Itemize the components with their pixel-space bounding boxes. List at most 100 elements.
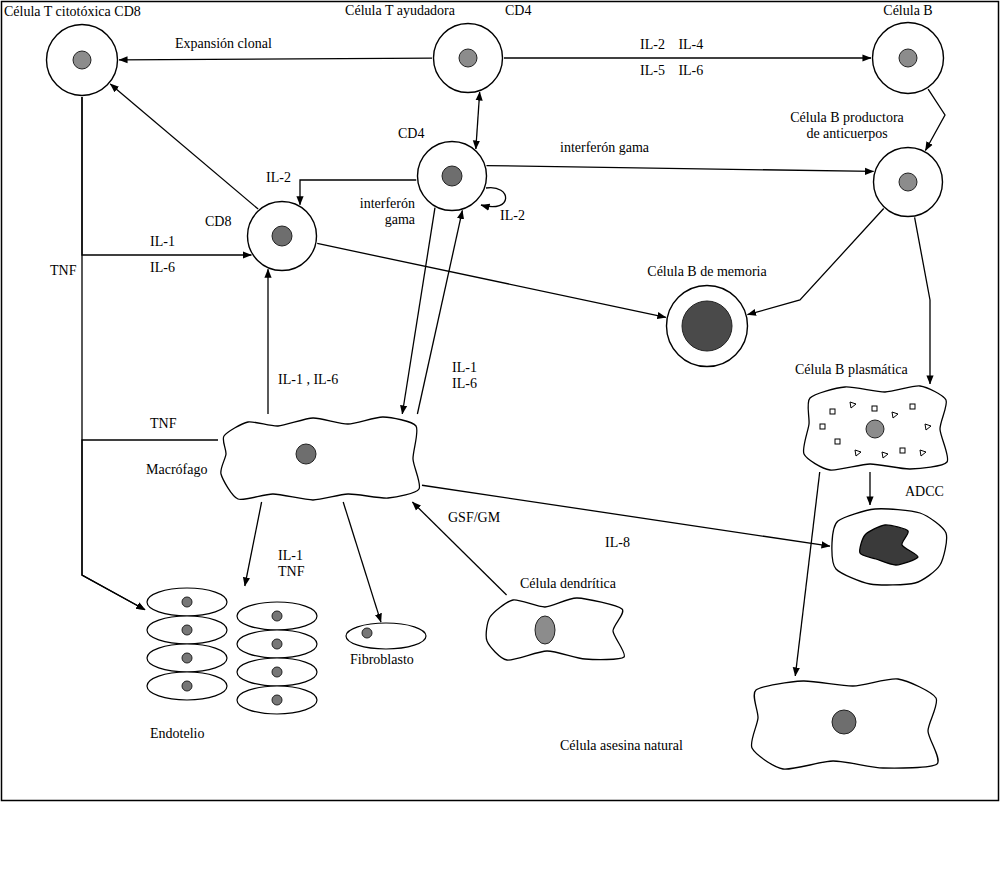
cytokine-label: IL-1 IL-6 [150, 229, 190, 281]
cell-label: ADCC [905, 484, 944, 500]
cell-node: Macrófago [218, 414, 422, 502]
cell-nucleus [535, 616, 555, 644]
cell-label: Célula asesina natural [560, 738, 683, 754]
cell-label: Endotelio [150, 726, 204, 742]
cell-membrane [873, 23, 944, 94]
fibroblast-outline [346, 623, 426, 649]
cell-nucleus [296, 444, 316, 464]
cell-nucleus [182, 653, 192, 663]
cell-drawing [416, 140, 488, 212]
cytokine-arrow [869, 472, 870, 505]
cell-drawing [665, 284, 749, 368]
target-cell-debris [860, 525, 918, 565]
cytokine-label: interferón gama [335, 196, 415, 228]
antibody-granule [835, 439, 840, 444]
cell-label: Célula dendrítica [520, 576, 616, 592]
cytokine-arrow [82, 97, 145, 610]
cell-membrane [418, 142, 487, 211]
cell-label: Fibroblasto [350, 652, 414, 668]
cytokine-label: IL-1 IL-6 [452, 360, 492, 392]
endothelial-cell [237, 630, 317, 658]
cell-node: CD8 [246, 200, 318, 272]
endothelial-cell [147, 588, 227, 616]
autocrine-loop [481, 188, 506, 207]
cytokine-arrow [343, 502, 381, 622]
cell-nucleus [272, 667, 282, 677]
nk-cell-outline [751, 679, 938, 769]
endothelial-cell [147, 672, 227, 700]
antibody-granule [882, 452, 888, 458]
cell-drawing [830, 505, 950, 587]
cytokine-arrow [402, 208, 435, 414]
cell-label: Célula T citotóxica CD8 [4, 4, 141, 20]
cell-drawing [872, 146, 944, 218]
cell-drawing [871, 21, 945, 95]
cell-label: CD8 [205, 214, 231, 230]
cytokine-arrow [795, 472, 819, 676]
antibody-granule [850, 402, 856, 408]
cytokine-label: IL-1 TNF [278, 548, 318, 580]
endothelial-cell [237, 602, 317, 630]
cell-nucleus [272, 611, 282, 621]
cell-nucleus [832, 710, 856, 734]
cell-drawing [748, 676, 940, 772]
cytokine-arrow [412, 502, 506, 595]
cell-label: Macrófago [146, 462, 207, 478]
antibody-granule [872, 406, 877, 411]
target-cell-outline [832, 509, 947, 585]
cell-nucleus [442, 166, 462, 186]
cell-nucleus [182, 681, 192, 691]
dendritic-cell-outline [486, 598, 624, 660]
cell-drawing [432, 22, 504, 94]
cytokine-label: IL-2 [266, 170, 291, 186]
cell-nucleus [899, 173, 917, 191]
antibody-granule [920, 450, 926, 456]
cell-node: Fibroblasto [345, 622, 427, 650]
cytokine-label: interferón gama [560, 140, 649, 156]
cell-nucleus [73, 51, 91, 69]
cell-nucleus [899, 49, 917, 67]
cell-membrane [47, 25, 118, 96]
cell-node: Endotelio [145, 586, 320, 722]
cell-label: CD4 [505, 3, 531, 19]
cell-nucleus [682, 301, 732, 351]
cytokine-arrow [925, 89, 945, 150]
antibody-granule [925, 424, 931, 430]
endothelial-cell [147, 644, 227, 672]
antibody-granule [900, 448, 905, 453]
endothelial-cell [237, 686, 317, 714]
cell-label: CD4 [398, 126, 424, 142]
cell-label: Célula T ayudadora [300, 3, 455, 19]
cell-node: Célula dendrítica [485, 595, 627, 663]
cytokine-arrow [119, 58, 432, 60]
cytokine-arrow [82, 440, 218, 610]
cell-membrane [874, 148, 943, 217]
cytokine-arrow [245, 502, 262, 586]
cell-label: Célula B productora de anticuerpos [786, 110, 908, 142]
cell-drawing [345, 622, 427, 650]
cytokine-label: GSF/GM [448, 510, 500, 526]
cytokine-label: TNF [150, 416, 176, 432]
cytokine-label: IL-1 , IL-6 [278, 372, 338, 388]
endothelial-cell [237, 658, 317, 686]
cell-node: CD4 [416, 140, 488, 212]
cytokine-label: IL-8 [605, 535, 630, 551]
cell-membrane [434, 24, 503, 93]
macrophage-outline [221, 417, 420, 500]
cell-node: Célula B de memoria [665, 284, 749, 368]
cell-drawing [218, 414, 422, 502]
cytokine-label: Expansión clonal [175, 36, 272, 52]
cell-drawing [45, 23, 119, 97]
cytokine-arrow [476, 92, 480, 149]
cell-label: Célula B de memoria [627, 264, 787, 280]
plasma-cell-outline [803, 386, 947, 470]
cytokine-label: IL-2 [500, 208, 525, 224]
cell-membrane [667, 286, 748, 367]
cell-nucleus [362, 628, 372, 638]
cell-node: Célula asesina natural [748, 676, 940, 772]
cytokine-arrow [110, 84, 258, 209]
antibody-granule [830, 409, 835, 414]
cell-drawing [145, 586, 320, 722]
cell-node: Célula B plasmática [800, 384, 950, 472]
antibody-granule [892, 412, 898, 418]
